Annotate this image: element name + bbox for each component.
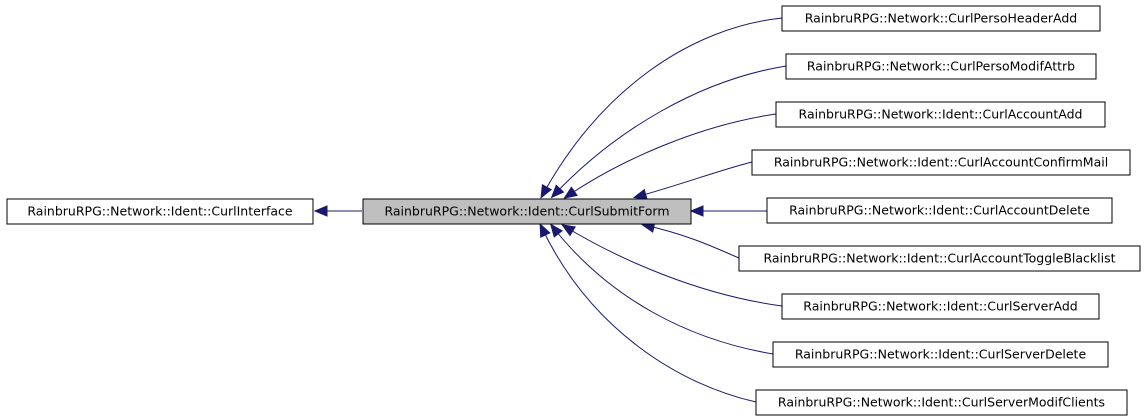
arrowhead-derived-3 xyxy=(632,188,648,200)
node-curl-interface[interactable]: RainbruRPG::Network::Ident::CurlInterfac… xyxy=(6,198,314,225)
arrowhead-derived-4 xyxy=(689,205,704,217)
node-curl-account-confirm-mail[interactable]: RainbruRPG::Network::Ident::CurlAccountC… xyxy=(751,149,1131,176)
arrowhead-derived-2 xyxy=(563,186,578,199)
node-curl-server-delete[interactable]: RainbruRPG::Network::Ident::CurlServerDe… xyxy=(772,341,1109,368)
edge-derived-2 xyxy=(565,113,777,198)
node-label: RainbruRPG::Network::CurlPersoModifAttrb xyxy=(807,59,1075,74)
arrowhead-derived-8 xyxy=(539,223,551,238)
node-label: RainbruRPG::Network::Ident::CurlServerAd… xyxy=(803,299,1077,314)
edge-derived-6 xyxy=(563,225,783,307)
edge-derived-5 xyxy=(643,224,740,259)
node-curl-perso-header-add[interactable]: RainbruRPG::Network::CurlPersoHeaderAdd xyxy=(781,5,1101,32)
node-label: RainbruRPG::Network::Ident::CurlServerDe… xyxy=(795,347,1087,362)
node-curl-account-delete[interactable]: RainbruRPG::Network::Ident::CurlAccountD… xyxy=(766,197,1113,224)
node-label: RainbruRPG::Network::Ident::CurlSubmitFo… xyxy=(384,204,669,219)
edge-derived-7 xyxy=(551,225,774,355)
node-box xyxy=(6,198,314,225)
node-label: RainbruRPG::Network::CurlPersoHeaderAdd xyxy=(805,11,1077,26)
node-curl-perso-modif-attrb[interactable]: RainbruRPG::Network::CurlPersoModifAttrb xyxy=(785,53,1097,80)
edge-derived-0 xyxy=(541,17,783,197)
node-box xyxy=(775,101,1106,128)
node-curl-server-modif-clients[interactable]: RainbruRPG::Network::Ident::CurlServerMo… xyxy=(755,389,1128,416)
node-box xyxy=(781,5,1101,32)
node-curl-account-add[interactable]: RainbruRPG::Network::Ident::CurlAccountA… xyxy=(775,101,1106,128)
edge-layer xyxy=(313,17,787,403)
node-label: RainbruRPG::Network::Ident::CurlAccountA… xyxy=(799,107,1083,122)
edge-derived-8 xyxy=(540,225,757,403)
node-curl-account-toggle-blacklist[interactable]: RainbruRPG::Network::Ident::CurlAccountT… xyxy=(738,245,1141,272)
node-box xyxy=(766,197,1113,224)
arrowhead-derived-7 xyxy=(549,223,564,238)
node-box xyxy=(751,149,1131,176)
node-box xyxy=(785,53,1097,80)
arrowhead-derived-6 xyxy=(561,224,576,237)
edge-derived-3 xyxy=(635,161,753,198)
node-box xyxy=(781,293,1100,320)
edge-derived-1 xyxy=(552,65,787,197)
node-label: RainbruRPG::Network::Ident::CurlAccountD… xyxy=(789,203,1090,218)
arrowhead-derived-0 xyxy=(540,184,553,199)
node-label: RainbruRPG::Network::Ident::CurlAccountC… xyxy=(774,155,1108,170)
node-label: RainbruRPG::Network::Ident::CurlServerMo… xyxy=(778,395,1105,410)
arrowhead-interface xyxy=(313,205,328,217)
node-curl-submit-form[interactable]: RainbruRPG::Network::Ident::CurlSubmitFo… xyxy=(362,198,692,225)
node-box xyxy=(755,389,1128,416)
node-box-focus xyxy=(362,198,692,225)
node-label: RainbruRPG::Network::Ident::CurlInterfac… xyxy=(27,204,293,219)
node-box xyxy=(772,341,1109,368)
arrowhead-derived-1 xyxy=(550,184,565,199)
node-label: RainbruRPG::Network::Ident::CurlAccountT… xyxy=(763,251,1115,266)
node-box xyxy=(738,245,1141,272)
node-curl-server-add[interactable]: RainbruRPG::Network::Ident::CurlServerAd… xyxy=(781,293,1100,320)
